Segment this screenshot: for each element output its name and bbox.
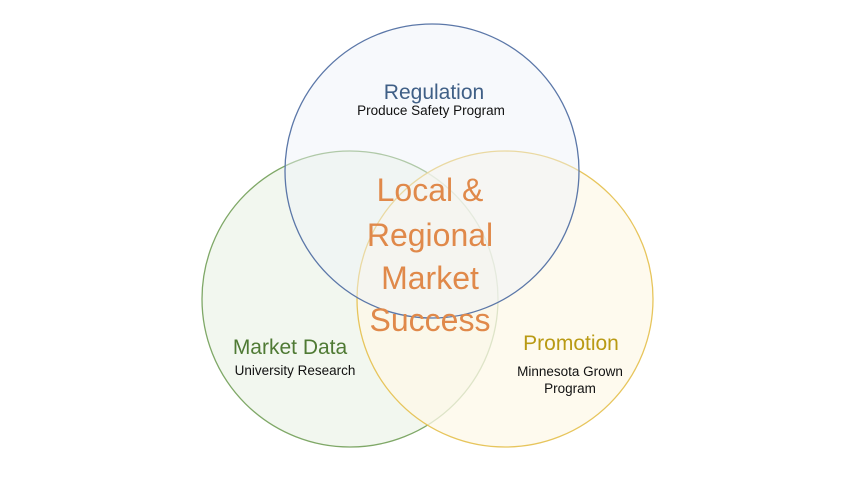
center-label-line-3: Market bbox=[381, 260, 479, 296]
promotion-subtitle-line-1: Minnesota Grown bbox=[517, 364, 623, 379]
center-label-line-2: Regional bbox=[367, 217, 493, 253]
promotion-subtitle-line-2: Program bbox=[544, 381, 596, 396]
regulation-subtitle: Produce Safety Program bbox=[357, 103, 505, 118]
promotion-title: Promotion bbox=[523, 332, 619, 355]
regulation-title: Regulation bbox=[384, 81, 484, 104]
center-label-line-4: Success bbox=[370, 302, 491, 338]
regulation-circle bbox=[284, 23, 580, 319]
center-label-line-1: Local & bbox=[377, 172, 484, 208]
market-data-subtitle: University Research bbox=[235, 363, 356, 378]
market-data-title: Market Data bbox=[233, 336, 348, 359]
